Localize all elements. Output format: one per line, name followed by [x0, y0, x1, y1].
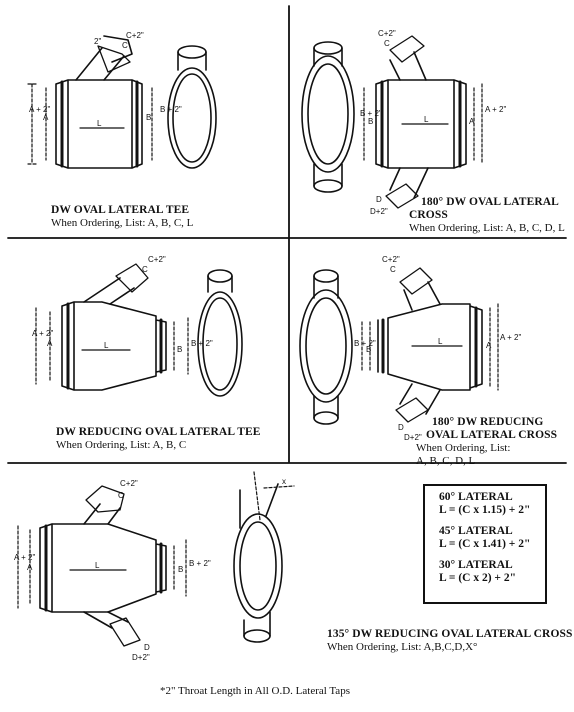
dim-a-plus-2: A + 2" [32, 329, 53, 338]
dim-d-plus-2: D+2" [132, 653, 150, 662]
dim-a: A [27, 563, 33, 572]
caption-title-line1: 180° DW OVAL LATERAL [421, 196, 559, 208]
lateral-formula-box: 60° LATERAL L = (C x 1.15) + 2" 45° LATE… [423, 484, 547, 604]
dim-d: D [144, 643, 150, 652]
footnote: *2" Throat Length in All O.D. Lateral Ta… [160, 685, 350, 697]
dim-c: C [122, 41, 128, 50]
caption-ordering: When Ordering, List: A, B, C, L [51, 217, 194, 230]
caption-oval-lateral-tee: DW OVAL LATERAL TEE When Ordering, List:… [51, 204, 193, 230]
dim-a: A [469, 117, 475, 126]
dim-b: B [366, 345, 371, 354]
dim-b-plus-2: B + 2" [191, 339, 213, 348]
oval-lateral-tee-labels: A + 2" A B B + 2" L C+2" C 2" [29, 31, 182, 128]
caption-reducing-oval-lateral-tee: DW REDUCING OVAL LATERAL TEE When Orderi… [56, 426, 261, 452]
dim-b-plus-2: B + 2" [160, 105, 182, 114]
dim-d-plus-2: D+2" [404, 433, 422, 442]
dim-a-plus-2: A + 2" [29, 105, 50, 114]
dim-c-plus-2: C+2" [120, 479, 138, 488]
cross-135-labels: A + 2" A B B + 2" L C+2" C D D+2" x [14, 477, 286, 662]
dim-c-plus-2: C+2" [378, 29, 396, 38]
dim-x: x [282, 477, 286, 486]
dim-c: C [142, 265, 148, 274]
caption-title: DW REDUCING OVAL LATERAL TEE [56, 426, 261, 438]
caption-ordering: When Ordering, List: A, B, C [56, 439, 187, 452]
reducing-oval-lateral-cross-labels: B + 2" B A A + 2" L C+2" C D D+2" [354, 255, 521, 442]
oval-lateral-tee-drawing [27, 35, 217, 169]
caption-ordering: When Ordering, List: A,B,C,D,X° [327, 641, 478, 654]
dim-c: C [118, 491, 124, 500]
caption-title-line2: CROSS [409, 209, 448, 222]
caption-ordering-line1: When Ordering, List: [416, 442, 511, 455]
caption-title-line1: 180° DW REDUCING [432, 416, 544, 428]
dim-b: B [368, 117, 373, 126]
reducing-oval-lateral-tee-drawing [35, 263, 243, 397]
dim-c: C [390, 265, 396, 274]
dim-d: D [376, 195, 382, 204]
formula-30-heading: 30° LATERAL [439, 559, 513, 571]
reducing-oval-lateral-tee-labels: A + 2" A B B + 2" L C+2" C [32, 255, 213, 354]
oval-lateral-cross-labels: B + 2" B A A + 2" L C+2" C D D+2" [360, 29, 506, 216]
caption-ordering-line2: A, B, C, D, L [416, 455, 476, 468]
dim-a: A [47, 339, 53, 348]
formula-60-expr: L = (C x 1.15) + 2" [439, 504, 531, 516]
dim-d: D [398, 423, 404, 432]
dim-c-plus-2: C+2" [382, 255, 400, 264]
dim-c-plus-2: C+2" [126, 31, 144, 40]
formula-60-heading: 60° LATERAL [439, 491, 513, 503]
caption-cross-135: 135° DW REDUCING OVAL LATERAL CROSS When… [327, 628, 573, 654]
formula-45-expr: L = (C x 1.41) + 2" [439, 538, 531, 550]
dim-b: B [177, 345, 182, 354]
cross-135-drawing [17, 471, 295, 647]
dim-two-in: 2" [94, 37, 101, 46]
dim-a-plus-2: A + 2" [14, 553, 35, 562]
dim-l: L [424, 115, 429, 124]
dim-b-plus-2: B + 2" [360, 109, 382, 118]
caption-oval-lateral-cross: 180° DW OVAL LATERAL CROSS When Ordering… [409, 196, 565, 235]
caption-title: DW OVAL LATERAL TEE [51, 204, 190, 216]
caption-ordering: When Ordering, List: A, B, C, D, L [409, 222, 565, 235]
dim-b: B [178, 565, 183, 574]
dim-a: A [43, 113, 49, 122]
caption-title: 135° DW REDUCING OVAL LATERAL CROSS [327, 628, 573, 640]
dim-a-plus-2: A + 2" [500, 333, 521, 342]
dim-a-plus-2: A + 2" [485, 105, 506, 114]
dim-c: C [384, 39, 390, 48]
formula-30-expr: L = (C x 2) + 2" [439, 572, 516, 584]
oval-lateral-cross-drawing [301, 35, 483, 209]
dim-l: L [97, 119, 102, 128]
dim-b-plus-2: B + 2" [189, 559, 211, 568]
formula-45-heading: 45° LATERAL [439, 525, 513, 537]
dim-b-plus-2: B + 2" [354, 339, 376, 348]
dim-l: L [438, 337, 443, 346]
dim-l: L [95, 561, 100, 570]
caption-title-line2: OVAL LATERAL CROSS [426, 429, 558, 442]
dim-a: A [486, 341, 492, 350]
caption-reducing-oval-lateral-cross: 180° DW REDUCING OVAL LATERAL CROSS When… [416, 416, 557, 468]
dim-d-plus-2: D+2" [370, 207, 388, 216]
reducing-oval-lateral-cross-drawing [299, 267, 499, 425]
dim-c-plus-2: C+2" [148, 255, 166, 264]
panel-dividers [7, 5, 567, 464]
dim-b: B [146, 113, 151, 122]
dim-l: L [104, 341, 109, 350]
